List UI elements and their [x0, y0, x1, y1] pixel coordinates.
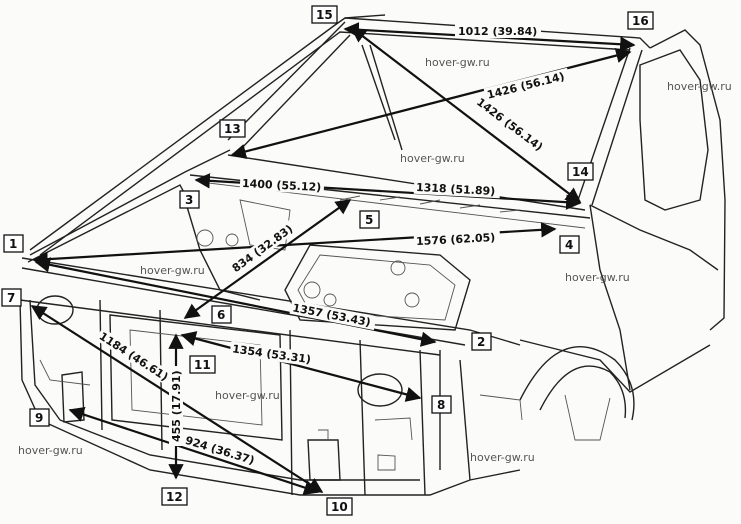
measure-11-8	[180, 331, 422, 402]
dim-1400: 1400 (55.12)	[242, 177, 322, 194]
svg-text:1: 1	[9, 237, 17, 251]
callout-16: 16	[627, 11, 654, 30]
watermark: hover-gw.ru	[140, 264, 205, 277]
svg-text:16: 16	[632, 14, 649, 28]
svg-text:13: 13	[224, 122, 241, 136]
callout-7: 7	[1, 288, 22, 307]
watermark: hover-gw.ru	[667, 80, 732, 93]
watermarks: hover-gw.ru hover-gw.ru hover-gw.ru hove…	[18, 56, 732, 464]
measurement-lines	[30, 22, 636, 495]
dim-1184: 1184 (46.61)	[97, 330, 171, 384]
svg-text:14: 14	[572, 165, 589, 179]
measure-6-5	[183, 199, 352, 319]
measure-9-10	[68, 407, 320, 495]
svg-text:9: 9	[35, 411, 43, 425]
dim-1354: 1354 (53.31)	[231, 342, 311, 366]
dim-455: 455 (17.91)	[170, 370, 183, 442]
watermark: hover-gw.ru	[470, 451, 535, 464]
callout-8: 8	[431, 395, 452, 414]
callout-11: 11	[189, 355, 216, 374]
callout-13: 13	[219, 119, 246, 138]
watermark: hover-gw.ru	[215, 389, 280, 402]
callout-9: 9	[29, 408, 50, 427]
svg-text:2: 2	[477, 335, 485, 349]
svg-text:11: 11	[194, 358, 211, 372]
measure-15-14	[350, 27, 582, 203]
svg-text:6: 6	[217, 308, 225, 322]
callout-1: 1	[3, 234, 24, 253]
svg-text:4: 4	[565, 238, 573, 252]
watermark: hover-gw.ru	[425, 56, 490, 69]
svg-text:8: 8	[437, 398, 445, 412]
dim-1426-upper: 1426 (56.14)	[486, 70, 566, 102]
watermark: hover-gw.ru	[18, 444, 83, 457]
callout-12: 12	[161, 487, 188, 506]
svg-text:7: 7	[7, 291, 15, 305]
callout-5: 5	[359, 210, 380, 229]
callout-6: 6	[211, 305, 232, 324]
watermark: hover-gw.ru	[565, 271, 630, 284]
svg-text:12: 12	[166, 490, 183, 504]
dim-1426-lower: 1426 (56.14)	[474, 96, 545, 154]
dim-1576: 1576 (62.05)	[416, 231, 496, 248]
svg-text:15: 15	[316, 8, 333, 22]
svg-text:10: 10	[331, 500, 348, 514]
callout-4: 4	[559, 235, 580, 254]
dim-1012: 1012 (39.84)	[458, 25, 537, 38]
callout-labels: 1 2 3 4 5 6 7 8 9 10 11 12 13 14 15 16	[1, 5, 654, 516]
callout-14: 14	[567, 162, 594, 181]
dim-1318: 1318 (51.89)	[416, 181, 496, 198]
watermark: hover-gw.ru	[400, 152, 465, 165]
svg-text:3: 3	[185, 193, 193, 207]
svg-text:5: 5	[365, 213, 373, 227]
callout-3: 3	[179, 190, 200, 209]
callout-2: 2	[471, 332, 492, 351]
callout-15: 15	[311, 5, 338, 24]
callout-10: 10	[326, 497, 353, 516]
